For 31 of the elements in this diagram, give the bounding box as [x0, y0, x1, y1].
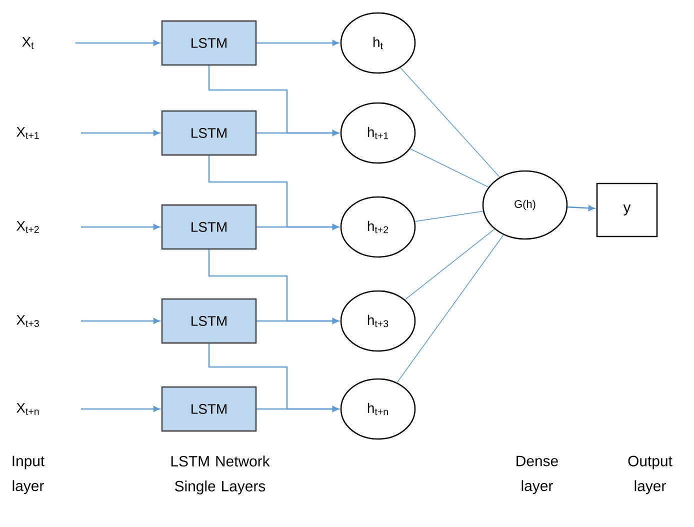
- arrow: [81, 318, 160, 324]
- arrow: [208, 66, 339, 136]
- input-label: X$_{t}$: [22, 37, 34, 49]
- input-label: X$_{t+3}$: [16, 315, 39, 327]
- input-label: X$_{t+n}$: [16, 403, 39, 415]
- layer-label: Input layer: [12, 456, 45, 494]
- layer-label: Output layer: [628, 456, 672, 494]
- output-box: y: [596, 182, 658, 238]
- lstm-box: LSTM: [161, 20, 257, 66]
- layer-label: Dense layer: [516, 456, 558, 494]
- input-label: X$_{t+1}$: [16, 127, 39, 139]
- arrow: [81, 406, 160, 412]
- layer-label: LSTM Network Single Layers: [171, 456, 270, 494]
- arrow: [81, 130, 160, 136]
- lstm-box: LSTM: [161, 110, 257, 156]
- lstm-box: LSTM: [161, 298, 257, 344]
- arrow: [81, 224, 160, 230]
- connector-line: [400, 67, 500, 178]
- connector-line: [410, 148, 489, 188]
- connector-line: [414, 210, 484, 222]
- connector-line: [396, 234, 504, 383]
- arrow: [75, 40, 160, 46]
- connector-line: [404, 228, 495, 300]
- lstm-box: LSTM: [161, 386, 257, 432]
- arrow: [568, 205, 595, 212]
- arrow: [256, 40, 339, 46]
- arrow: [208, 344, 339, 412]
- lstm-box: LSTM: [161, 204, 257, 250]
- arrow: [208, 250, 339, 324]
- arrow: [208, 156, 339, 230]
- input-label: X$_{t+2}$: [16, 221, 39, 233]
